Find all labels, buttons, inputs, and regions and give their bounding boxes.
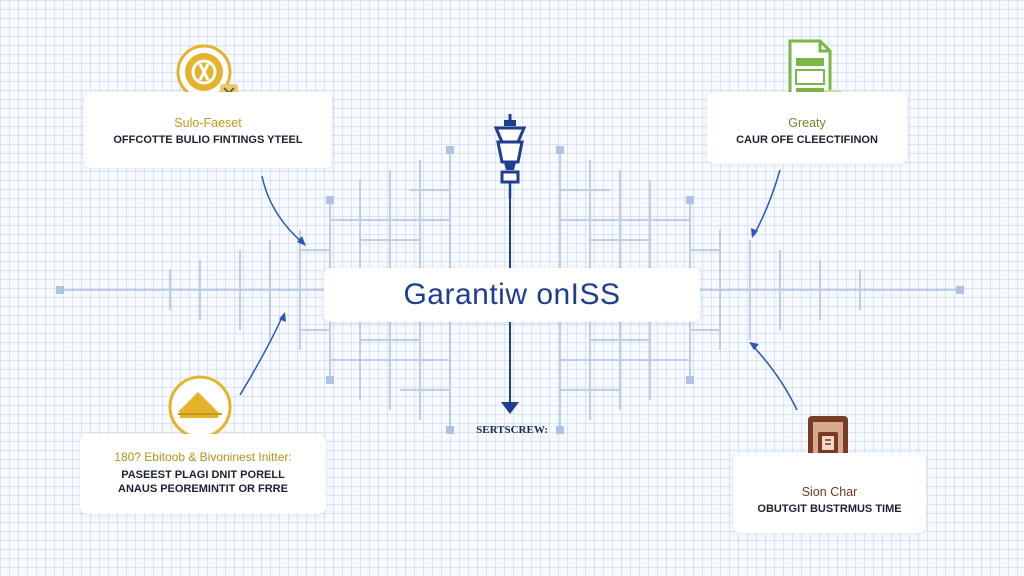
- node-card-bottom-left: 180? Ebitoob & Bivoninest Initter: PASEE…: [80, 434, 326, 514]
- arrow-bottom-left: [239, 314, 284, 396]
- node-title: Sulo-Faeset: [174, 116, 242, 130]
- node-title: 180? Ebitoob & Bivoninest Initter:: [114, 450, 292, 464]
- flow-label: Sertscrew:: [476, 424, 548, 436]
- node-subtitle: OFFCOTTE BULIO FINTINGS YTEEL: [113, 134, 303, 146]
- node-subtitle: OBUTGIT BUSTRMUS TIME: [757, 503, 902, 515]
- node-title: Greaty: [788, 116, 826, 130]
- node-subtitle-line-2: ANAUS PEOREMINTIT OR FRRE: [118, 483, 288, 495]
- node-subtitle: CAUR OFE CLEECTIFINON: [736, 134, 878, 146]
- down-arrowhead: [501, 402, 519, 414]
- arrow-bottom-right: [751, 344, 798, 411]
- node-card-top-right: Greaty CAUR OFE CLEECTIFINON: [707, 92, 907, 164]
- arrow-top-right: [753, 169, 781, 236]
- node-card-bottom-right: Sion Char OBUTGIT BUSTRMUS TIME: [733, 453, 926, 533]
- central-node-title: Garantiw onISS: [324, 268, 700, 322]
- node-title: Sion Char: [801, 485, 858, 499]
- node-subtitle-line-1: PASEEST PLAGI DNIT PORELL: [121, 469, 285, 481]
- house-icon: [168, 375, 232, 439]
- node-card-top-left: Sulo-Faeset OFFCOTTE BULIO FINTINGS YTEE…: [84, 92, 332, 168]
- arrow-top-left: [261, 175, 304, 244]
- street-lamp-icon: [493, 114, 527, 198]
